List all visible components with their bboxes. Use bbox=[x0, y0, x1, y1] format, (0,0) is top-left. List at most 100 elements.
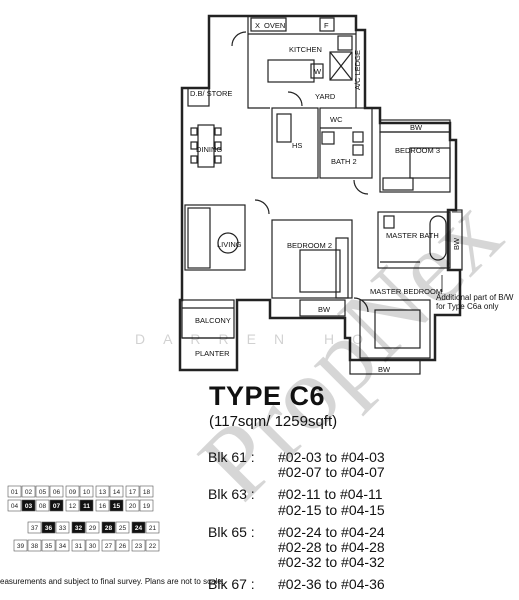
unit-group: Blk 63 :#02-11 to #04-11 #02-15 to #04-1… bbox=[208, 486, 385, 518]
key-plan-unit-box bbox=[35, 499, 50, 512]
bw-annotation: Additional part of B/W for Type C6a only bbox=[436, 293, 514, 311]
block-label: Blk 67 : bbox=[208, 576, 255, 593]
key-plan-unit-number: 39 bbox=[17, 543, 25, 550]
bw-top-label: BW bbox=[410, 123, 423, 132]
key-plan-unit-number: 38 bbox=[31, 543, 39, 550]
key-plan-unit-box bbox=[115, 521, 130, 534]
unit-list: Blk 61 : #02-03 to #04-03 #02-07 to #04-0… bbox=[208, 449, 385, 600]
block-label: Blk 65 : bbox=[208, 523, 255, 540]
key-plan-unit-box bbox=[7, 485, 22, 498]
unit-range: #02-28 to #04-28 bbox=[278, 539, 385, 556]
key-plan-unit-number: 30 bbox=[89, 543, 97, 550]
key-plan-unit-box bbox=[109, 485, 124, 498]
bw-right-label: BW bbox=[452, 237, 461, 250]
unit-range: #02-07 to #04-07 bbox=[278, 464, 385, 481]
key-plan-unit-box bbox=[79, 485, 94, 498]
floor-plan: X OVEN F KITCHEN W A/C LEDGE YARD D.B/ S… bbox=[178, 14, 463, 375]
key-plan-unit-box bbox=[95, 485, 110, 498]
washer-label: W bbox=[314, 67, 322, 76]
key-plan-unit-number: 33 bbox=[59, 525, 67, 532]
key-plan-unit-number: 32 bbox=[75, 525, 83, 532]
key-plan-unit-box bbox=[125, 485, 140, 498]
key-plan-unit-box bbox=[115, 539, 130, 552]
fridge-label: F bbox=[324, 21, 329, 30]
key-plan-unit-box bbox=[109, 499, 124, 512]
key-plan-unit-number: 12 bbox=[69, 503, 77, 510]
key-plan-unit-number: 20 bbox=[129, 503, 137, 510]
key-plan-unit-number: 18 bbox=[143, 489, 151, 496]
key-plan-unit-box bbox=[131, 539, 146, 552]
key-plan-unit-box bbox=[55, 539, 70, 552]
key-plan-unit-number: 19 bbox=[143, 503, 151, 510]
bw-mid-label: BW bbox=[318, 305, 331, 314]
key-plan-unit-number: 27 bbox=[105, 543, 113, 550]
yard-label: YARD bbox=[315, 92, 336, 101]
unit-range: #02-11 to #04-11 bbox=[278, 486, 383, 503]
unit-range: #02-24 to #04-24 bbox=[278, 523, 385, 540]
key-plan-unit-box bbox=[85, 521, 100, 534]
key-plan-unit-box bbox=[41, 539, 56, 552]
key-plan-unit-box bbox=[145, 539, 160, 552]
key-plan-unit-number: 04 bbox=[11, 503, 19, 510]
key-plan-unit-number: 14 bbox=[113, 489, 121, 496]
key-plan-unit-box bbox=[21, 485, 36, 498]
key-plan-unit-number: 06 bbox=[53, 489, 61, 496]
key-plan-unit-number: 28 bbox=[105, 525, 113, 532]
key-plan-unit-number: 26 bbox=[119, 543, 127, 550]
key-plan-unit-number: 03 bbox=[25, 503, 33, 510]
balcony-label: BALCONY bbox=[195, 316, 231, 325]
ac-ledge-label: A/C LEDGE bbox=[353, 50, 362, 90]
key-plan-unit-number: 09 bbox=[69, 489, 77, 496]
key-plan-unit-box bbox=[49, 499, 64, 512]
block-label: Blk 61 : bbox=[208, 449, 255, 465]
key-plan-unit-box bbox=[55, 521, 70, 534]
unit-type-title: TYPE C6 bbox=[209, 381, 326, 411]
key-plan-unit-number: 25 bbox=[119, 525, 127, 532]
key-plan-unit-box bbox=[65, 485, 80, 498]
key-plan-unit-number: 08 bbox=[39, 503, 47, 510]
key-plan-unit-box bbox=[139, 499, 154, 512]
living-label: LIVING bbox=[217, 240, 242, 249]
key-plan-unit-number: 23 bbox=[135, 543, 143, 550]
bedroom2-label: BEDROOM 2 bbox=[287, 241, 332, 250]
key-plan-unit-box bbox=[27, 521, 42, 534]
disclaimer-footnote: easurements and subject to final survey.… bbox=[0, 577, 224, 586]
key-plan-unit-box bbox=[27, 539, 42, 552]
db-store-label: D.B/ STORE bbox=[190, 89, 232, 98]
unit-group: Blk 65 : #02-24 to #04-24 #02-28 to #04-2… bbox=[208, 523, 385, 571]
key-plan-unit-number: 11 bbox=[83, 503, 90, 510]
key-plan-unit-number: 15 bbox=[113, 503, 121, 510]
key-plan-unit-number: 13 bbox=[99, 489, 107, 496]
key-plan-unit-number: 37 bbox=[31, 525, 39, 532]
bw-bottom-label: BW bbox=[378, 365, 391, 374]
key-plan-unit-number: 31 bbox=[75, 543, 83, 550]
bedroom3-label: BEDROOM 3 bbox=[395, 146, 440, 155]
key-plan-unit-box bbox=[85, 539, 100, 552]
master-bedroom-label: MASTER BEDROOM bbox=[370, 287, 442, 296]
oven-label: OVEN bbox=[264, 21, 285, 30]
kitchen-label: KITCHEN bbox=[289, 45, 322, 54]
key-plan-unit-number: 22 bbox=[149, 543, 157, 550]
unit-range: #02-03 to #04-03 bbox=[278, 449, 385, 465]
key-plan-unit-box bbox=[7, 499, 22, 512]
unit-group: Blk 67 : #02-36 to #04-36 bbox=[208, 577, 385, 592]
bath2-label: BATH 2 bbox=[331, 157, 357, 166]
key-plan-unit-box bbox=[95, 499, 110, 512]
key-plan-unit-box bbox=[101, 521, 116, 534]
unit-group: Blk 61 : #02-03 to #04-03 #02-07 to #04-0… bbox=[208, 449, 385, 481]
key-plan-unit-number: 02 bbox=[25, 489, 33, 496]
key-plan-unit-box bbox=[101, 539, 116, 552]
key-plan-unit-box bbox=[139, 485, 154, 498]
wc-label: WC bbox=[330, 115, 343, 124]
key-plan-unit-box bbox=[145, 521, 160, 534]
key-plan-unit-box bbox=[13, 539, 28, 552]
master-bath-label: MASTER BATH bbox=[386, 231, 439, 240]
key-plan-unit-number: 16 bbox=[99, 503, 107, 510]
unit-range: #02-36 to #04-36 bbox=[278, 576, 385, 593]
oven-x-label: X bbox=[255, 21, 260, 30]
unit-range: #02-32 to #04-32 bbox=[278, 554, 385, 571]
key-plan-unit-number: 24 bbox=[135, 525, 143, 532]
key-plan-unit-box bbox=[35, 485, 50, 498]
